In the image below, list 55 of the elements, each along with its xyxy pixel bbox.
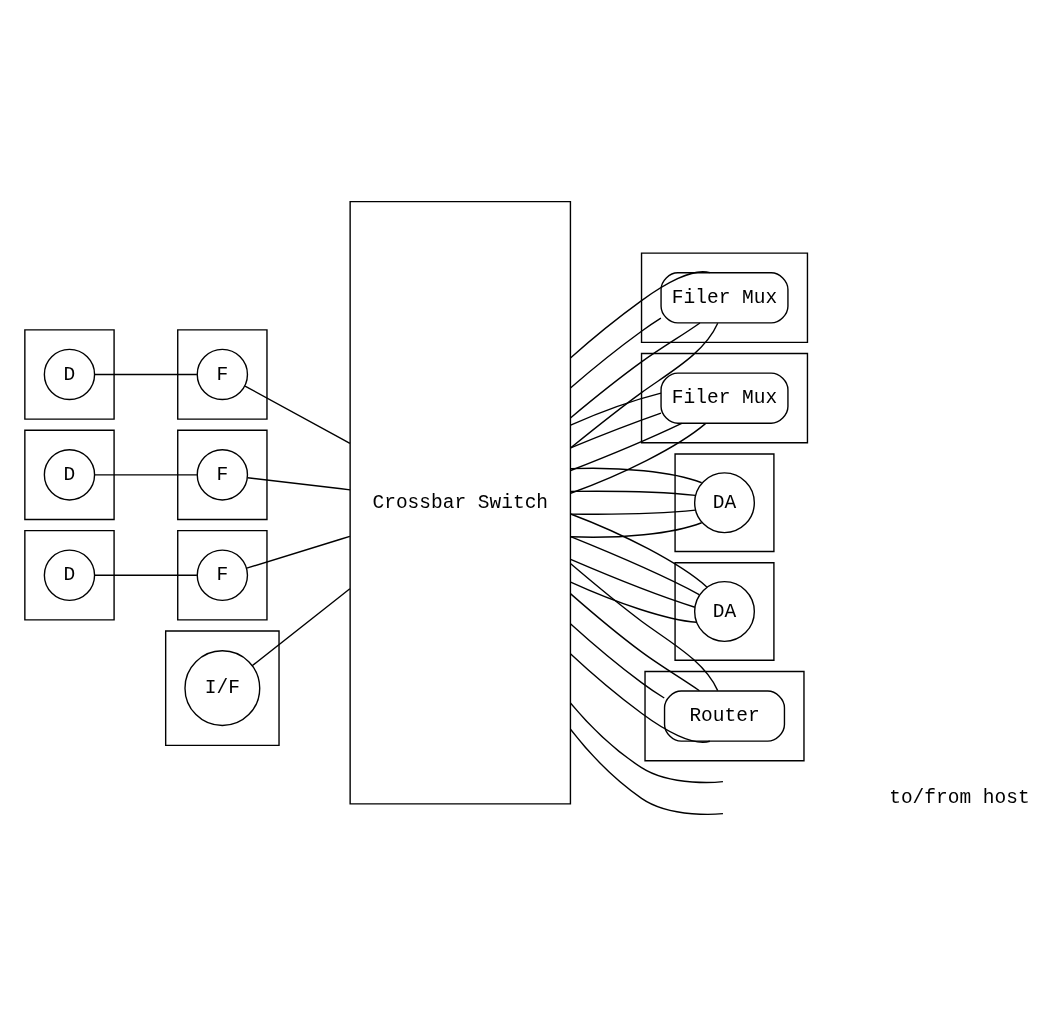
node-circle: DA: [693, 471, 756, 533]
node-box: Filer Mux: [660, 271, 789, 324]
cluster: [24, 328, 115, 420]
node-circle: F: [196, 448, 249, 501]
cluster: [177, 529, 268, 621]
connector: [569, 490, 697, 496]
connector: [569, 521, 703, 538]
connector: [251, 587, 351, 666]
node-circle: F: [196, 348, 249, 400]
connector: [569, 391, 662, 426]
cluster: [644, 670, 805, 761]
connector: [569, 321, 701, 419]
connector: [569, 728, 724, 815]
connector: [246, 476, 351, 491]
node-box: Crossbar Switch: [349, 200, 572, 805]
node-circle: F: [196, 548, 249, 601]
connector: [569, 322, 719, 449]
connector: [569, 422, 707, 494]
node-box: Router: [663, 689, 786, 742]
connector: [569, 508, 697, 515]
cluster: [674, 452, 775, 552]
connector: [569, 411, 662, 448]
node-circle: I/F: [184, 649, 261, 726]
cluster: [674, 561, 775, 661]
node-circle: DA: [693, 580, 756, 642]
cluster: [164, 629, 280, 746]
cluster: [640, 352, 809, 443]
connector: [569, 622, 665, 699]
cluster: [640, 251, 809, 343]
connector: [569, 512, 708, 588]
node-circle: D: [43, 448, 96, 501]
connector: [569, 467, 703, 483]
connector: [569, 422, 683, 471]
connector: [569, 270, 711, 359]
cluster: [24, 429, 115, 520]
connector: [569, 701, 724, 783]
node-circle: D: [43, 348, 96, 400]
connector: [569, 535, 700, 595]
connector: [569, 580, 698, 623]
connector: [569, 558, 696, 608]
cluster: [177, 429, 268, 520]
connector: [94, 574, 198, 576]
connector: [244, 384, 351, 444]
cluster: [24, 529, 115, 621]
connector: [94, 373, 198, 375]
connector: [569, 652, 711, 743]
connector: [569, 317, 662, 389]
connector: [569, 562, 719, 691]
cluster: [177, 328, 268, 420]
connector: [246, 535, 351, 569]
label: to/from host: [889, 786, 1030, 809]
node-circle: D: [43, 548, 96, 601]
connector: [569, 592, 701, 691]
node-box: Filer Mux: [660, 371, 789, 424]
connector: [94, 473, 198, 476]
